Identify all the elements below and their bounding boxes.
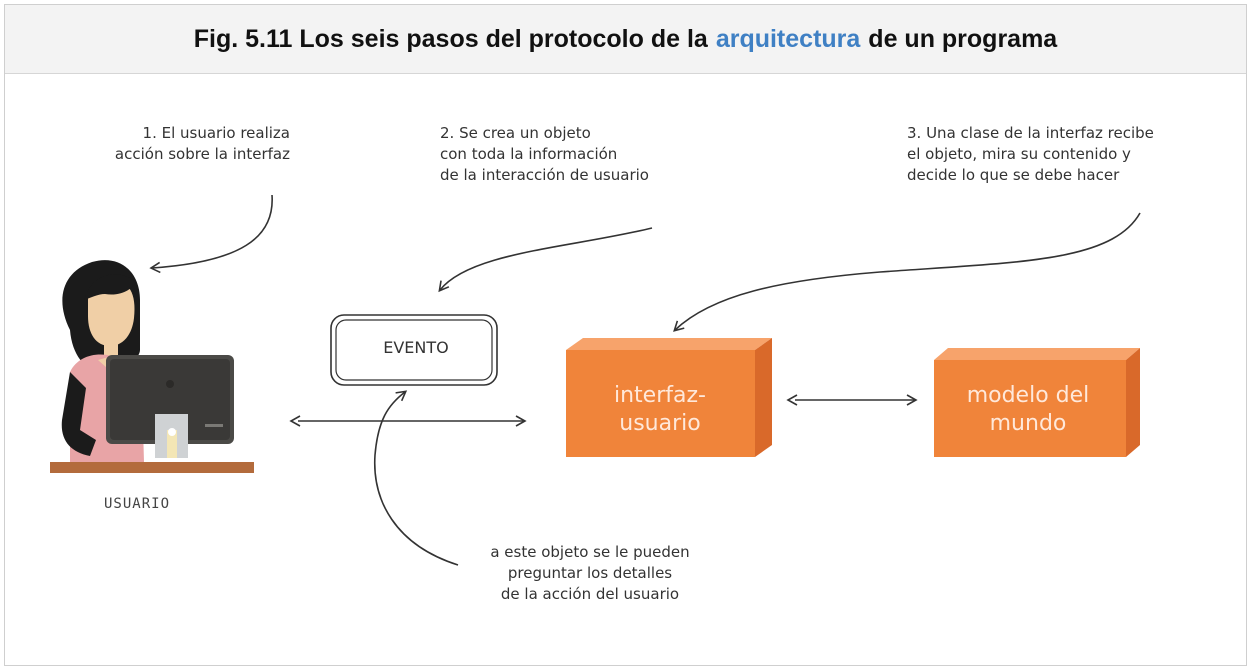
arrow-step1: [149, 194, 273, 274]
interfaz-usuario-label: interfaz- usuario: [565, 382, 755, 438]
arrow-step2: [438, 227, 653, 293]
note-step3-line3: decide lo que se debe hacer: [907, 166, 1120, 184]
title-prefix: Fig. 5.11 Los seis pasos del protocolo d…: [193, 24, 708, 53]
arrow-step3: [673, 212, 1141, 332]
note-step3-line2: el objeto, mira su contenido y: [907, 145, 1131, 163]
note-step2-line1: 2. Se crea un objeto: [440, 124, 591, 142]
note-step1: 1. El usuario realiza acción sobre la in…: [70, 123, 290, 165]
note-step3: 3. Una clase de la interfaz recibe el ob…: [907, 123, 1154, 186]
desk: [50, 462, 254, 473]
modelo-del-mundo-label: modelo del mundo: [933, 382, 1123, 438]
note-evento-line3: de la acción del usuario: [500, 585, 680, 603]
note-step2-line2: con toda la información: [440, 145, 618, 163]
modelo-del-mundo-box: [934, 348, 1140, 457]
interfaz-label-line2: usuario: [619, 411, 701, 436]
evento-label: EVENTO: [383, 338, 449, 357]
evento-box: [330, 314, 498, 386]
modelo-label-line1: modelo del: [966, 383, 1090, 408]
note-step2-line3: de la interacción de usuario: [440, 166, 649, 184]
note-evento-line1: a este objeto se le pueden: [490, 543, 690, 561]
note-step2: 2. Se crea un objeto con toda la informa…: [440, 123, 649, 186]
interfaz-label-line1: interfaz-: [614, 383, 706, 408]
note-step1-line2: acción sobre la interfaz: [114, 145, 290, 163]
note-step3-line1: 3. Una clase de la interfaz recibe: [907, 124, 1154, 142]
figure-title: Fig. 5.11 Los seis pasos del protocolo d…: [5, 5, 1246, 74]
interfaz-usuario-box: [566, 338, 772, 457]
figure-frame: Fig. 5.11 Los seis pasos del protocolo d…: [4, 4, 1247, 666]
title-link-arquitectura[interactable]: arquitectura: [715, 24, 861, 53]
note-evento-details: a este objeto se le pueden preguntar los…: [455, 542, 725, 605]
usuario-label: USUARIO: [104, 496, 171, 512]
user-at-computer-icon: [50, 260, 254, 473]
modelo-label-line2: mundo: [989, 411, 1067, 436]
note-step1-line1: 1. El usuario realiza: [142, 124, 290, 142]
note-evento-line2: preguntar los detalles: [507, 564, 673, 582]
title-suffix: de un programa: [868, 24, 1058, 53]
arrow-evento-note: [373, 390, 459, 566]
